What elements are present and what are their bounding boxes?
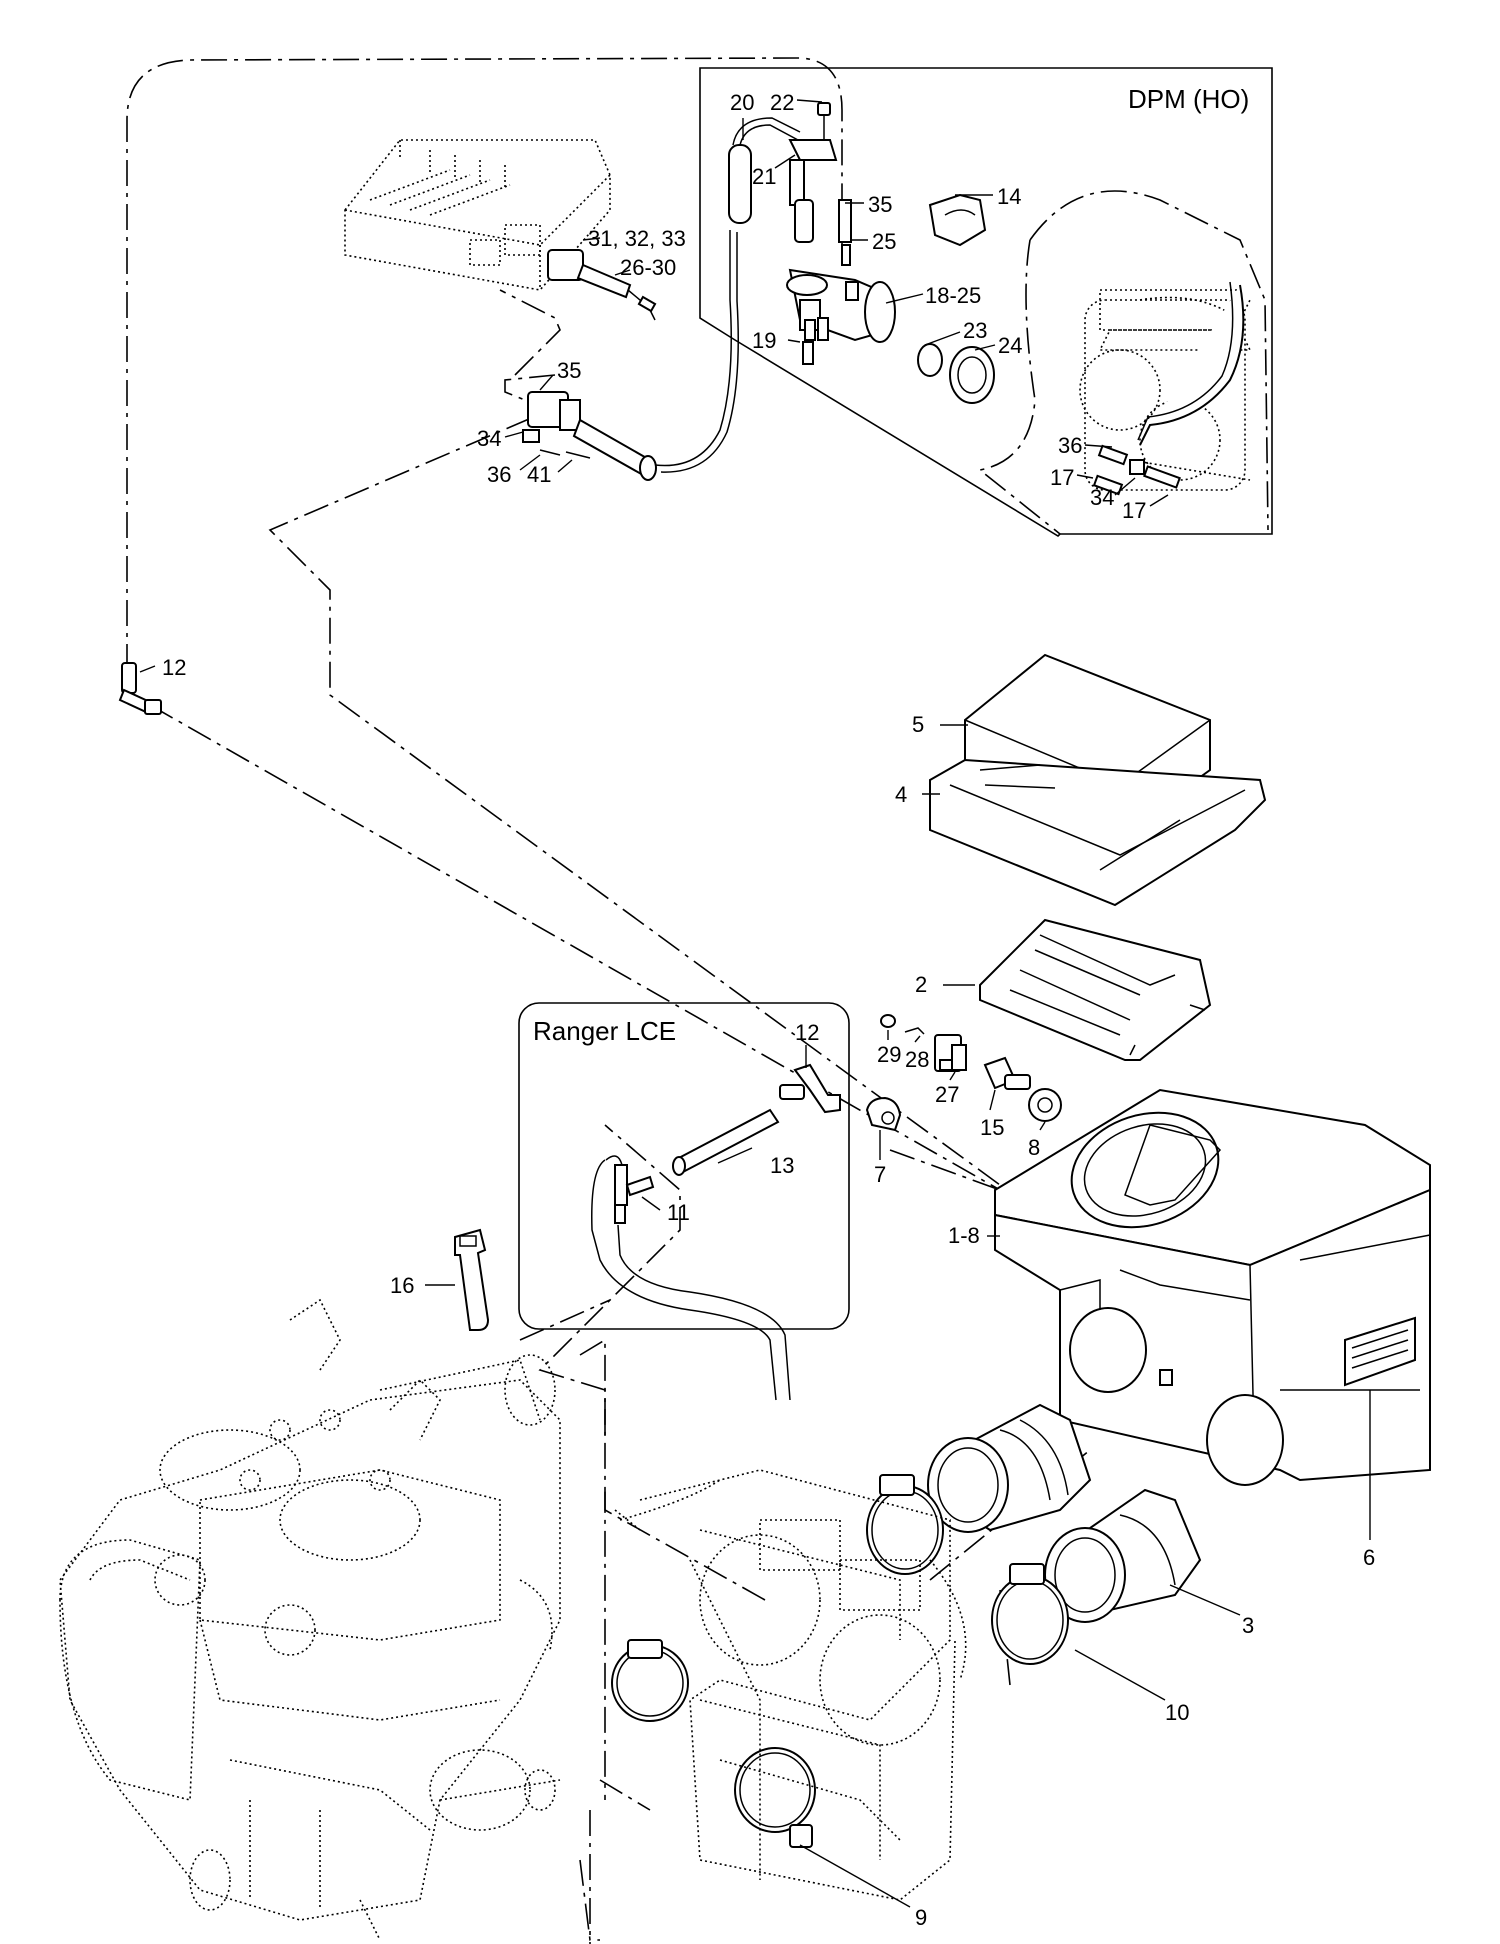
callout-16: 16: [390, 1273, 414, 1298]
air-filter: [929, 653, 1267, 907]
callout-31-32-33: 31, 32, 33: [588, 226, 686, 251]
ranger-lce-inset: Ranger LCE: [518, 1002, 850, 1401]
callout-25: 25: [872, 229, 896, 254]
callout-24: 24: [998, 333, 1022, 358]
callout-18-25: 18-25: [925, 283, 981, 308]
callout-2: 2: [915, 972, 927, 997]
harness-assembly: [522, 230, 739, 481]
leader-lines: [139, 99, 1371, 1908]
callout-27: 27: [935, 1082, 959, 1107]
callout-12-ranger: 12: [795, 1020, 819, 1045]
callout-17-inset-b: 17: [1122, 498, 1146, 523]
callout-9: 9: [915, 1905, 927, 1930]
plate-2: [979, 918, 1212, 1061]
small-fittings: [865, 1014, 1062, 1132]
callout-36-inset: 36: [1058, 433, 1082, 458]
callout-34-inset: 34: [1090, 485, 1114, 510]
callout-labels: 20 22 21 35 14 25 18-25 23 24 19 36 17 3…: [162, 90, 1375, 1930]
dpm-solenoid-assembly: [728, 102, 995, 404]
callout-21: 21: [752, 164, 776, 189]
callout-41: 41: [527, 462, 551, 487]
callout-28: 28: [905, 1047, 929, 1072]
ranger-lce-title: Ranger LCE: [533, 1016, 676, 1046]
callout-5: 5: [912, 712, 924, 737]
callout-20: 20: [730, 90, 754, 115]
callout-35-harness: 35: [557, 358, 581, 383]
callout-23: 23: [963, 318, 987, 343]
boots-and-clamps: [611, 1403, 1202, 1848]
tool-16: [454, 1228, 490, 1331]
phantom-routing-lines: [126, 57, 1091, 1944]
callout-14: 14: [997, 184, 1021, 209]
callout-4: 4: [895, 782, 907, 807]
callout-17-inset-a: 17: [1050, 465, 1074, 490]
airbox-1-8: [994, 1088, 1431, 1486]
ecu-module: [344, 139, 611, 291]
callout-1-8: 1-8: [948, 1223, 980, 1248]
callout-10: 10: [1165, 1700, 1189, 1725]
elbow-fitting-12-left: [118, 662, 162, 715]
callout-3: 3: [1242, 1613, 1254, 1638]
callout-35-top: 35: [868, 192, 892, 217]
callout-34-harness: 34: [477, 426, 501, 451]
engine: [59, 1298, 561, 1941]
callout-15: 15: [980, 1115, 1004, 1140]
callout-36-harness: 36: [487, 462, 511, 487]
dpm-ho-inset: DPM (HO): [699, 67, 1273, 538]
callout-7: 7: [874, 1162, 886, 1187]
connector-31-33: [547, 249, 657, 321]
callout-19: 19: [752, 328, 776, 353]
callout-8: 8: [1028, 1135, 1040, 1160]
callout-26-30: 26-30: [620, 255, 676, 280]
callout-6: 6: [1363, 1545, 1375, 1570]
callout-29: 29: [877, 1042, 901, 1067]
callout-12-left: 12: [162, 655, 186, 680]
callout-22: 22: [770, 90, 794, 115]
callout-13: 13: [770, 1153, 794, 1178]
callout-11: 11: [667, 1200, 690, 1225]
dpm-ho-title: DPM (HO): [1128, 84, 1249, 114]
carburetors: [614, 1469, 967, 1901]
